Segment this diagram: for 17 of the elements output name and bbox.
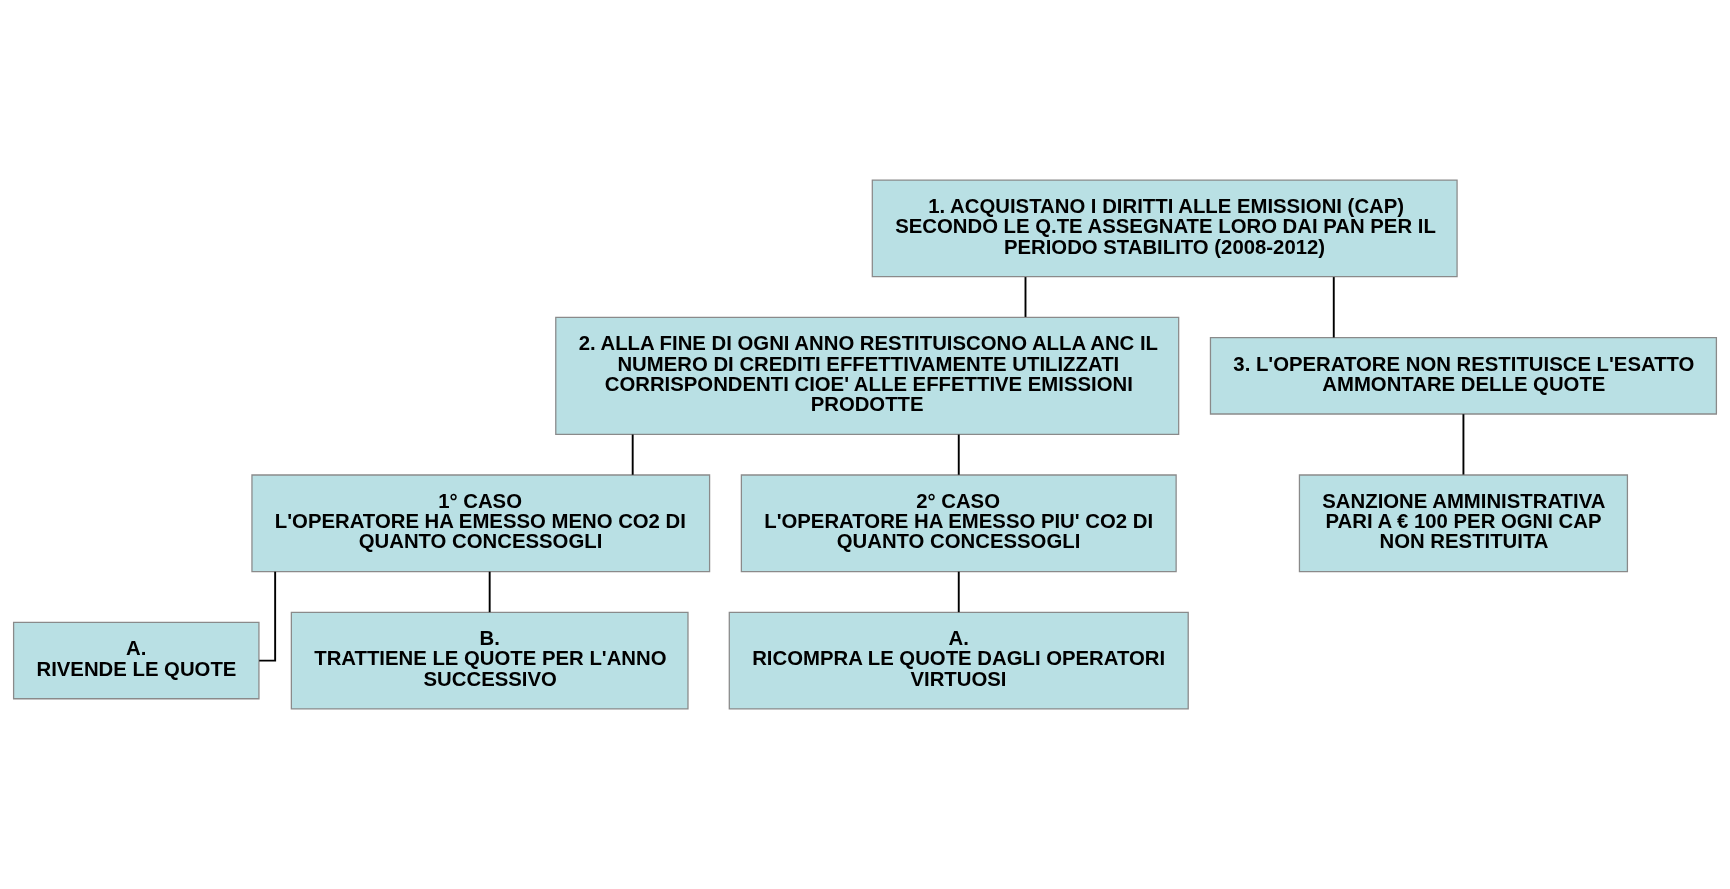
node-box: 2° CASO L'OPERATORE HA EMESSO PIU' CO2 DI QUANTO CONCESSOGLI <box>740 474 1177 573</box>
connector <box>258 570 277 662</box>
node-box: 2. ALLA FINE DI OGNI ANNO RESTITUISCONO ALLA ANC IL NUMERO DI CREDITI EFFETTIVAMENTE UTILIZZATI CORRISPONDENTI CIOE' ALLE EFFETTIVE EMISSIONI PRODOTTE <box>555 316 1180 435</box>
connector <box>957 433 960 476</box>
connector <box>488 570 491 614</box>
node-box: 1. ACQUISTANO I DIRITTI ALLE EMISSIONI (CAP) SECONDO LE Q.TE ASSEGNATE LORO DAI PAN PER IL PERIODO STABILITO (2008-2012) <box>871 179 1458 278</box>
connector <box>631 433 634 476</box>
node-box: 3. L'OPERATORE NON RESTITUISCE L'ESATTO AMMONTARE DELLE QUOTE <box>1209 337 1718 415</box>
node-box: A. RIVENDE LE QUOTE <box>12 621 260 700</box>
node-box: 1° CASO L'OPERATORE HA EMESSO MENO CO2 DI QUANTO CONCESSOGLI <box>251 474 711 573</box>
connector <box>957 570 960 614</box>
connector <box>1462 413 1465 476</box>
node-box: A. RICOMPRA LE QUOTE DAGLI OPERATORI VIRTUOSI <box>728 611 1189 710</box>
node-box: B. TRATTIENE LE QUOTE PER L'ANNO SUCCESSIVO <box>290 611 689 710</box>
connector <box>1024 276 1027 318</box>
connector <box>1332 276 1335 339</box>
node-box: SANZIONE AMMINISTRATIVA PARI A € 100 PER OGNI CAP NON RESTITUITA <box>1298 474 1629 573</box>
